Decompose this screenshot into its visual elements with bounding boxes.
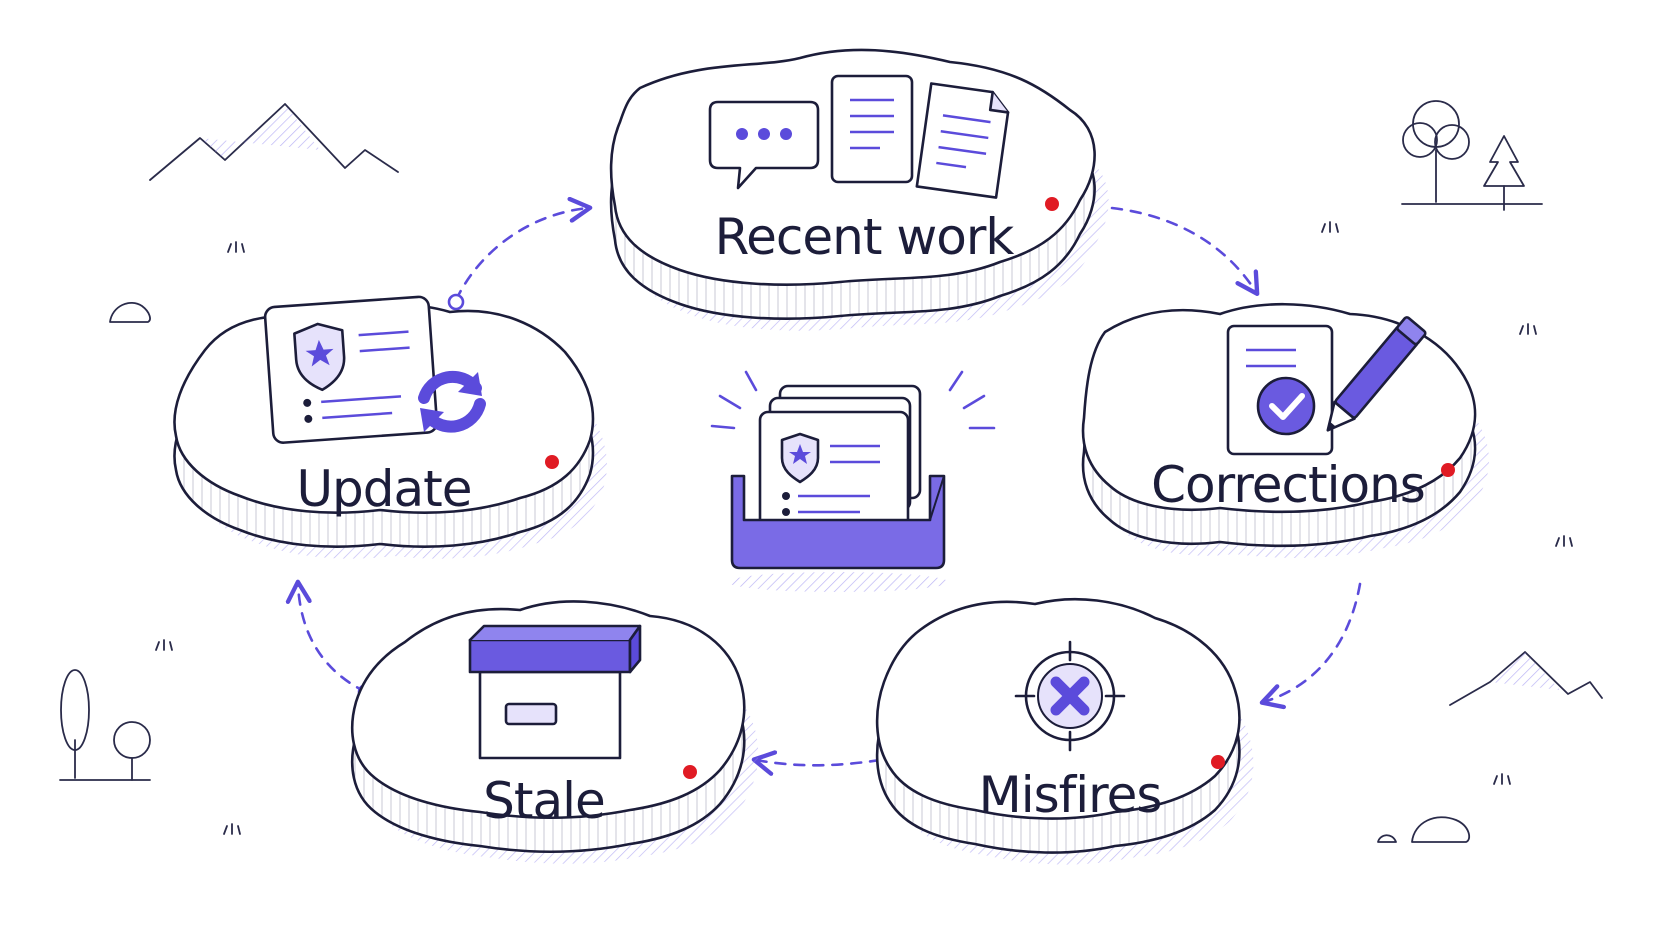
checked-document-icon	[1226, 324, 1334, 456]
stage-label-corrections: Corrections	[1151, 456, 1425, 514]
marker-dot	[1211, 755, 1225, 769]
arrow-stale-to-update	[285, 579, 368, 694]
pencil-icon	[1326, 316, 1427, 432]
marker-dot	[1441, 463, 1455, 477]
marker-dot	[1045, 197, 1059, 211]
recent-work-icons	[708, 74, 1010, 199]
stage-label-recent-work: Recent work	[715, 208, 1015, 266]
arrow-misfires-to-stale	[751, 750, 882, 776]
arrow-update-to-recent-work	[454, 196, 593, 302]
document-icon	[915, 82, 1010, 199]
arrow-corrections-to-misfires	[1259, 582, 1362, 710]
island-misfires	[875, 597, 1254, 865]
stage-label-update: Update	[296, 460, 471, 518]
chat-bubble-icon	[708, 100, 820, 190]
update-icons	[263, 295, 486, 444]
stage-label-misfires: Misfires	[979, 766, 1162, 824]
document-icon	[830, 74, 914, 184]
target-x-icon	[1014, 640, 1126, 752]
arrow-recent-work-to-corrections	[1110, 206, 1260, 296]
marker-dot	[683, 765, 697, 779]
status-markers	[545, 197, 1455, 779]
refresh-icon	[418, 370, 486, 433]
scenery-decoration	[59, 100, 1603, 843]
stage-labels: Recent work Corrections Misfires Stale U…	[296, 208, 1425, 830]
corrections-icons	[1226, 316, 1427, 456]
stage-label-stale: Stale	[483, 772, 605, 830]
archive-box-icon	[468, 624, 642, 760]
memory-card-tray-icon	[710, 370, 996, 592]
marker-dot	[545, 455, 559, 469]
shield-card-icon	[263, 295, 439, 444]
